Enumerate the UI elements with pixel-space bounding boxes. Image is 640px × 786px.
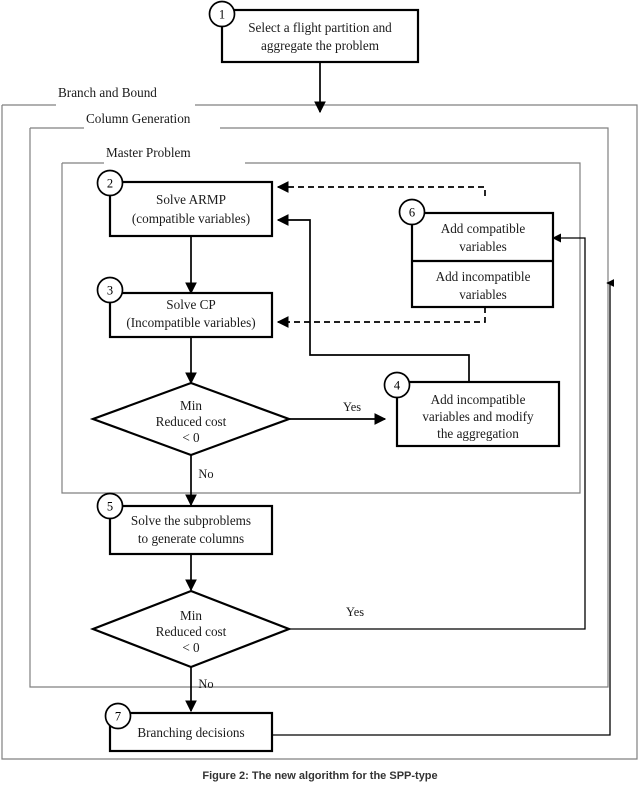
badge-label: 4 <box>394 379 401 393</box>
node-line: the aggregation <box>437 426 519 441</box>
badge-label: 2 <box>107 177 113 191</box>
group-master-problem: Master Problem <box>61 145 581 494</box>
node-line: Add compatible <box>441 221 526 236</box>
edge-label-master-no: No <box>198 467 213 481</box>
node-branching-decisions[interactable]: Branching decisions 7 <box>104 702 274 753</box>
edge-box4-to-armp <box>276 214 470 382</box>
group-column-generation: Column Generation <box>29 111 609 688</box>
node-select-flight-partition[interactable]: Select a flight partition and aggregate … <box>208 0 420 64</box>
node-line: Add incompatible <box>431 392 526 407</box>
node-solve-cp[interactable]: Solve CP (Incompatible variables) 3 <box>96 276 274 339</box>
node-solve-subproblems[interactable]: Solve the subproblems to generate column… <box>96 492 274 556</box>
badge-circle-2 <box>96 169 124 197</box>
badge-label: 3 <box>107 284 113 298</box>
edge-label-master-yes: Yes <box>343 400 361 414</box>
node-line: < 0 <box>182 640 200 655</box>
node-line: variables <box>459 239 507 254</box>
node-decision-subproblem[interactable]: Min Reduced cost < 0 <box>89 589 293 669</box>
node-decision-master[interactable]: Min Reduced cost < 0 <box>89 381 293 457</box>
badge-circle-7 <box>104 702 132 730</box>
node-add-variables[interactable]: Add compatible variables Add incompatibl… <box>398 198 555 309</box>
node-line: Solve CP <box>166 297 215 312</box>
node-line: variables <box>459 287 507 302</box>
group-label-master-problem: Master Problem <box>106 145 191 160</box>
node-line: Select a flight partition and <box>248 20 392 35</box>
badge-label: 1 <box>219 8 225 22</box>
edge-decision-subproblem-yes <box>289 233 586 630</box>
node-line: Solve the subproblems <box>131 513 251 528</box>
edge-add-compatible-to-armp <box>276 181 486 196</box>
node-add-incompatible-modify[interactable]: Add incompatible variables and modify th… <box>383 371 561 448</box>
node-line: Branching decisions <box>137 725 244 740</box>
badge-circle-4 <box>383 371 411 399</box>
edge-label-subproblem-no: No <box>198 677 213 691</box>
node-line: Add incompatible <box>436 269 531 284</box>
badge-label: 6 <box>409 206 415 220</box>
badge-label: 7 <box>115 710 121 724</box>
badge-circle-3 <box>96 276 124 304</box>
group-branch-and-bound: Branch and Bound <box>1 85 638 760</box>
edge-branching-loopback <box>272 279 615 736</box>
edge-add-incompatible-to-cp <box>276 307 486 328</box>
node-line: Min <box>180 398 202 413</box>
node-line: Reduced cost <box>156 414 227 429</box>
figure-caption: Figure 2: The new algorithm for the SPP-… <box>202 770 438 782</box>
node-line: Min <box>180 608 202 623</box>
badge-circle-6 <box>398 198 426 226</box>
node-line: Solve ARMP <box>156 192 226 207</box>
node-line: < 0 <box>182 430 200 445</box>
node-line: variables and modify <box>422 409 534 424</box>
badge-label: 5 <box>107 500 113 514</box>
badge-circle-5 <box>96 492 124 520</box>
badge-circle-1 <box>208 0 236 28</box>
node-line: aggregate the problem <box>261 38 380 53</box>
group-label-branch-and-bound: Branch and Bound <box>58 85 157 100</box>
node-line: Reduced cost <box>156 624 227 639</box>
node-solve-armp[interactable]: Solve ARMP (compatible variables) 2 <box>96 169 274 238</box>
group-label-column-generation: Column Generation <box>86 111 191 126</box>
edge-label-subproblem-yes: Yes <box>346 605 364 619</box>
node-line: (Incompatible variables) <box>126 315 255 330</box>
node-line: to generate columns <box>138 531 244 546</box>
node-line: (compatible variables) <box>132 211 250 226</box>
